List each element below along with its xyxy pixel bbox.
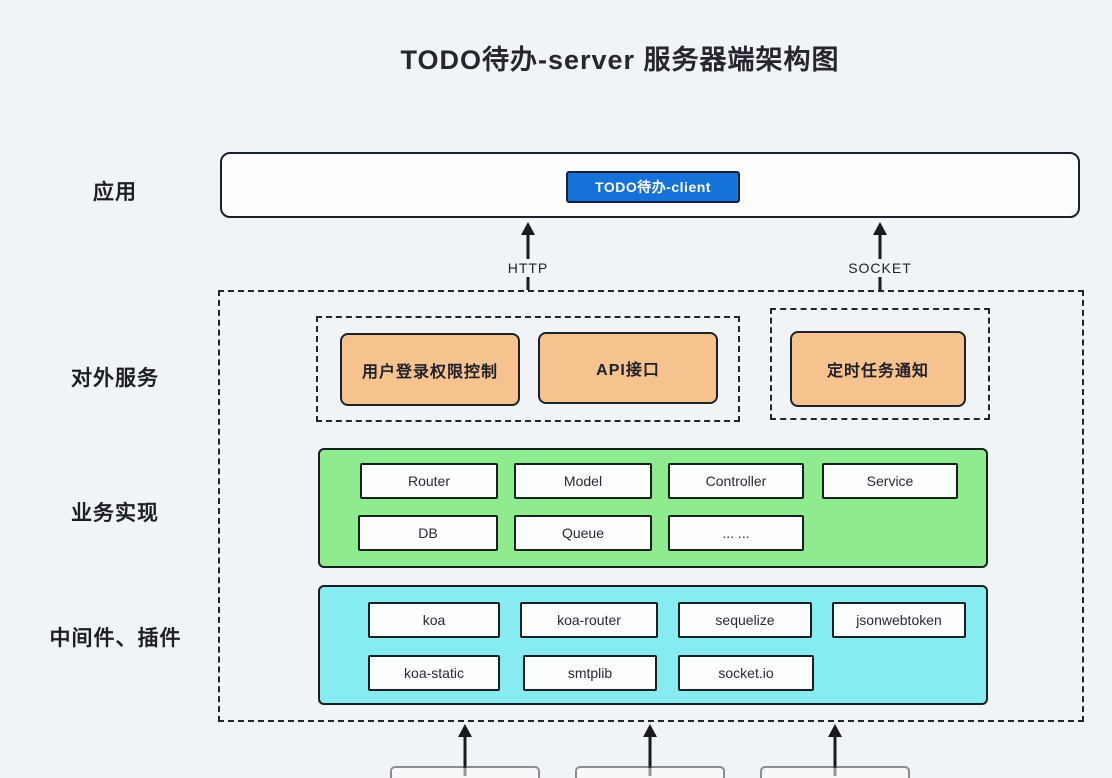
external-box-auth: 用户登录权限控制 [340,333,520,406]
middleware-box-koa: koa [368,602,500,638]
arrow-shaft [463,735,467,776]
http-arrow-label: HTTP [499,259,557,277]
middleware-box-koa-router: koa-router [520,602,658,638]
business-box-db: DB [358,515,498,551]
business-box-model: Model [514,463,652,499]
arrow-head-icon [458,724,472,737]
middleware-box-koa-static: koa-static [368,655,500,691]
middleware-box-jsonwebtoken: jsonwebtoken [832,602,966,638]
http-services-dashed-group [316,316,740,422]
layer-label-business: 业务实现 [71,502,159,525]
server-dashed-container [218,290,1084,722]
arrow-head-icon [643,724,657,737]
middleware-box-socketio: socket.io [678,655,814,691]
layer-label-middleware: 中间件、插件 [49,627,182,650]
layer-label-app: 应用 [93,181,137,204]
bottom-cutoff-box [390,766,540,778]
page-title: TODO待办-server 服务器端架构图 [400,45,840,75]
layer-label-external: 对外服务 [71,367,159,390]
todo-client-box: TODO待办-client [566,171,740,203]
bottom-cutoff-box [575,766,725,778]
socket-services-dashed-group [770,308,990,420]
middleware-box-smtplib: smtplib [523,655,657,691]
arrow-shaft [648,735,652,776]
business-box-etc: ... ... [668,515,804,551]
bottom-cutoff-box [760,766,910,778]
business-box-controller: Controller [668,463,804,499]
external-box-api: API接口 [538,332,718,404]
external-box-scheduled-notify: 定时任务通知 [790,331,966,407]
middleware-box-sequelize: sequelize [678,602,812,638]
business-box-router: Router [360,463,498,499]
arrow-head-icon [521,222,535,235]
arrow-head-icon [828,724,842,737]
socket-arrow-label: SOCKET [841,259,919,277]
business-box-service: Service [822,463,958,499]
arrow-shaft [833,735,837,776]
business-box-queue: Queue [514,515,652,551]
arrow-head-icon [873,222,887,235]
